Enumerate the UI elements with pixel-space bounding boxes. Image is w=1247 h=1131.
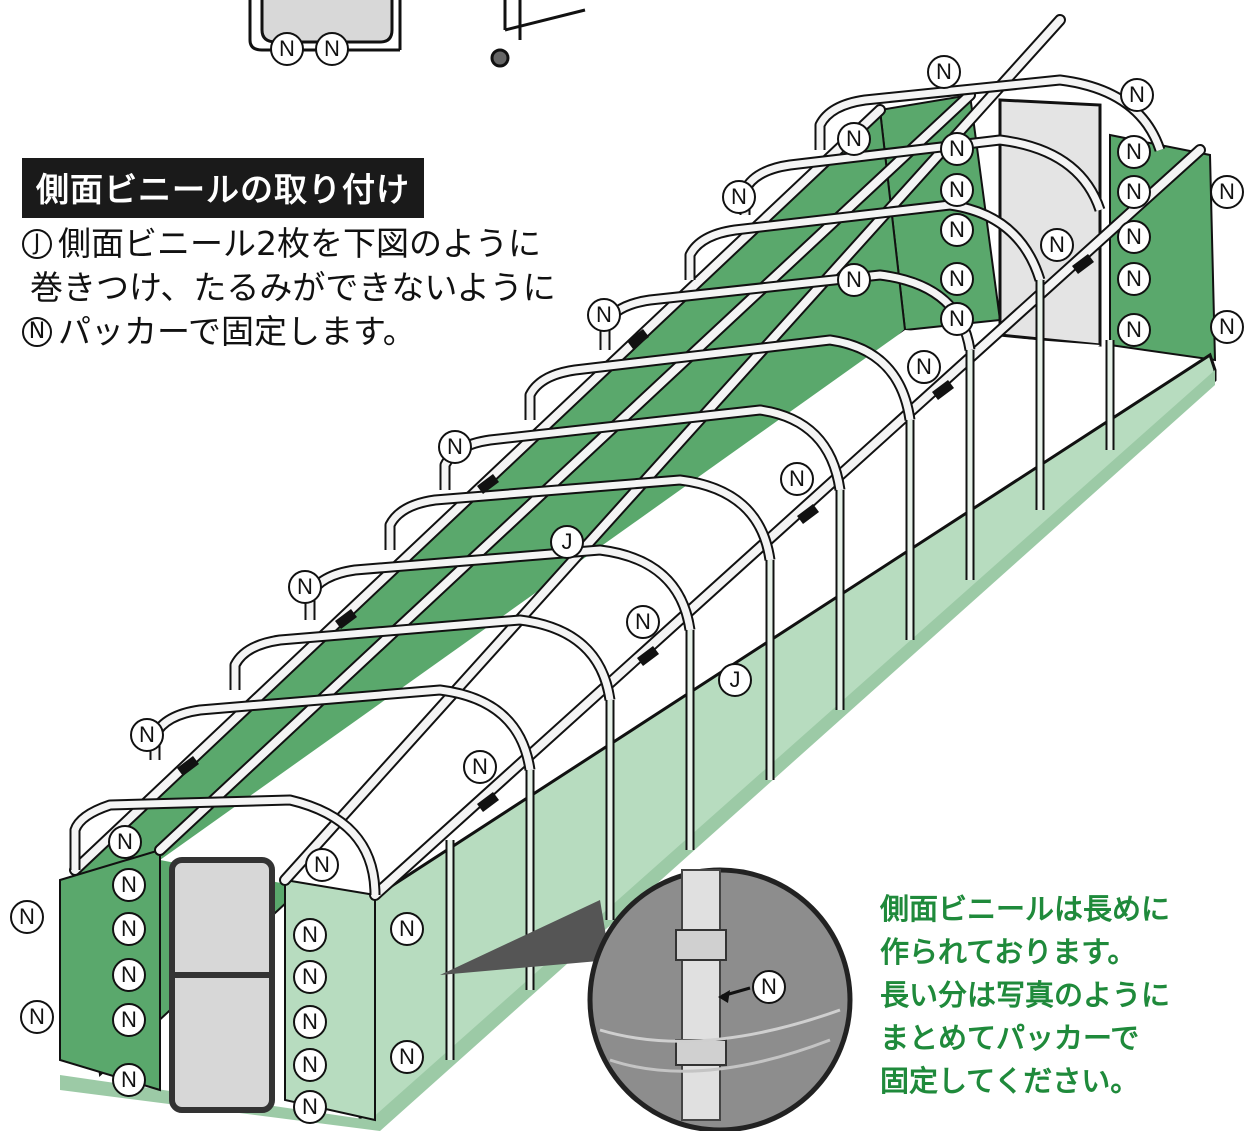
packer-label: N	[1117, 220, 1151, 254]
instruction-text-3: パッカーで固定します。	[58, 312, 416, 351]
packer-label: N	[293, 1005, 327, 1039]
packer-label: N	[108, 825, 142, 859]
packer-label: N	[390, 1040, 424, 1074]
packer-label: N	[940, 173, 974, 207]
part-n-marker: N	[22, 317, 52, 347]
packer-label: N	[837, 263, 871, 297]
note-line-1: 側面ビニールは長めに	[880, 892, 1171, 926]
packer-label: N	[315, 32, 349, 66]
packer-label: N	[438, 430, 472, 464]
instruction-line-1: J 側面ビニール2枚を下図のように	[22, 222, 556, 266]
packer-label: N	[112, 1003, 146, 1037]
packer-label: N	[1117, 262, 1151, 296]
packer-label: N	[20, 1000, 54, 1034]
inset-photo	[440, 867, 853, 1131]
front-door	[169, 857, 275, 1113]
note-line-5: 固定してください。	[880, 1064, 1140, 1098]
packer-label: N	[940, 213, 974, 247]
instruction-text-1: 側面ビニール2枚を下図のように	[58, 224, 541, 263]
packer-label: N	[112, 1063, 146, 1097]
packer-label: N	[390, 912, 424, 946]
packer-label: N	[587, 298, 621, 332]
packer-label: N	[293, 1048, 327, 1082]
front-end-right-panel	[284, 878, 376, 1122]
note-line-4: まとめてパッカーで	[880, 1021, 1140, 1055]
front-wall-posts-fill	[447, 280, 1113, 1060]
packer-label: N	[293, 1090, 327, 1124]
packer-label: N	[837, 122, 871, 156]
instruction-text-2: 巻きつけ、たるみができないように	[30, 268, 556, 307]
packer-label: N	[1040, 228, 1074, 262]
packer-label: N	[112, 958, 146, 992]
packer-label: N	[1210, 175, 1244, 209]
packer-label: N	[1120, 78, 1154, 112]
packer-label: N	[780, 462, 814, 496]
packer-label: N	[288, 570, 322, 604]
packer-marks	[177, 254, 1094, 812]
packer-label: N	[463, 750, 497, 784]
instructions: J 側面ビニール2枚を下図のように 巻きつけ、たるみができないように N パッカ…	[22, 222, 556, 354]
packer-label: N	[293, 960, 327, 994]
side-vinyl-label: J	[718, 663, 752, 697]
packer-label: N	[305, 848, 339, 882]
packer-label: N	[270, 32, 304, 66]
packer-label: N	[722, 180, 756, 214]
packer-label: N	[112, 912, 146, 946]
packer-label: N	[927, 55, 961, 89]
packer-label: N	[626, 605, 660, 639]
packer-label: N	[10, 900, 44, 934]
packer-label: N	[1117, 313, 1151, 347]
packer-label: N	[293, 918, 327, 952]
green-note: 側面ビニールは長めに 作られております。 長い分は写真のように まとめてパッカー…	[880, 888, 1170, 1103]
section-heading: 側面ビニールの取り付け	[22, 158, 424, 218]
note-line-2: 作られております。	[880, 935, 1137, 969]
part-j-marker: J	[22, 229, 52, 259]
packer-label: N	[1117, 135, 1151, 169]
packer-label: N	[112, 868, 146, 902]
note-line-3: 長い分は写真のように	[880, 978, 1171, 1012]
packer-label: N	[940, 132, 974, 166]
packer-label: N	[1117, 175, 1151, 209]
instruction-line-3: N パッカーで固定します。	[22, 310, 556, 354]
packer-label: N	[940, 262, 974, 296]
instruction-line-2: 巻きつけ、たるみができないように	[22, 266, 556, 310]
side-vinyl-label: J	[550, 525, 584, 559]
packer-label: N	[130, 718, 164, 752]
packer-label: N	[940, 302, 974, 336]
inset-packer-label: N	[752, 970, 786, 1004]
packer-label: N	[1210, 310, 1244, 344]
packer-label: N	[907, 350, 941, 384]
